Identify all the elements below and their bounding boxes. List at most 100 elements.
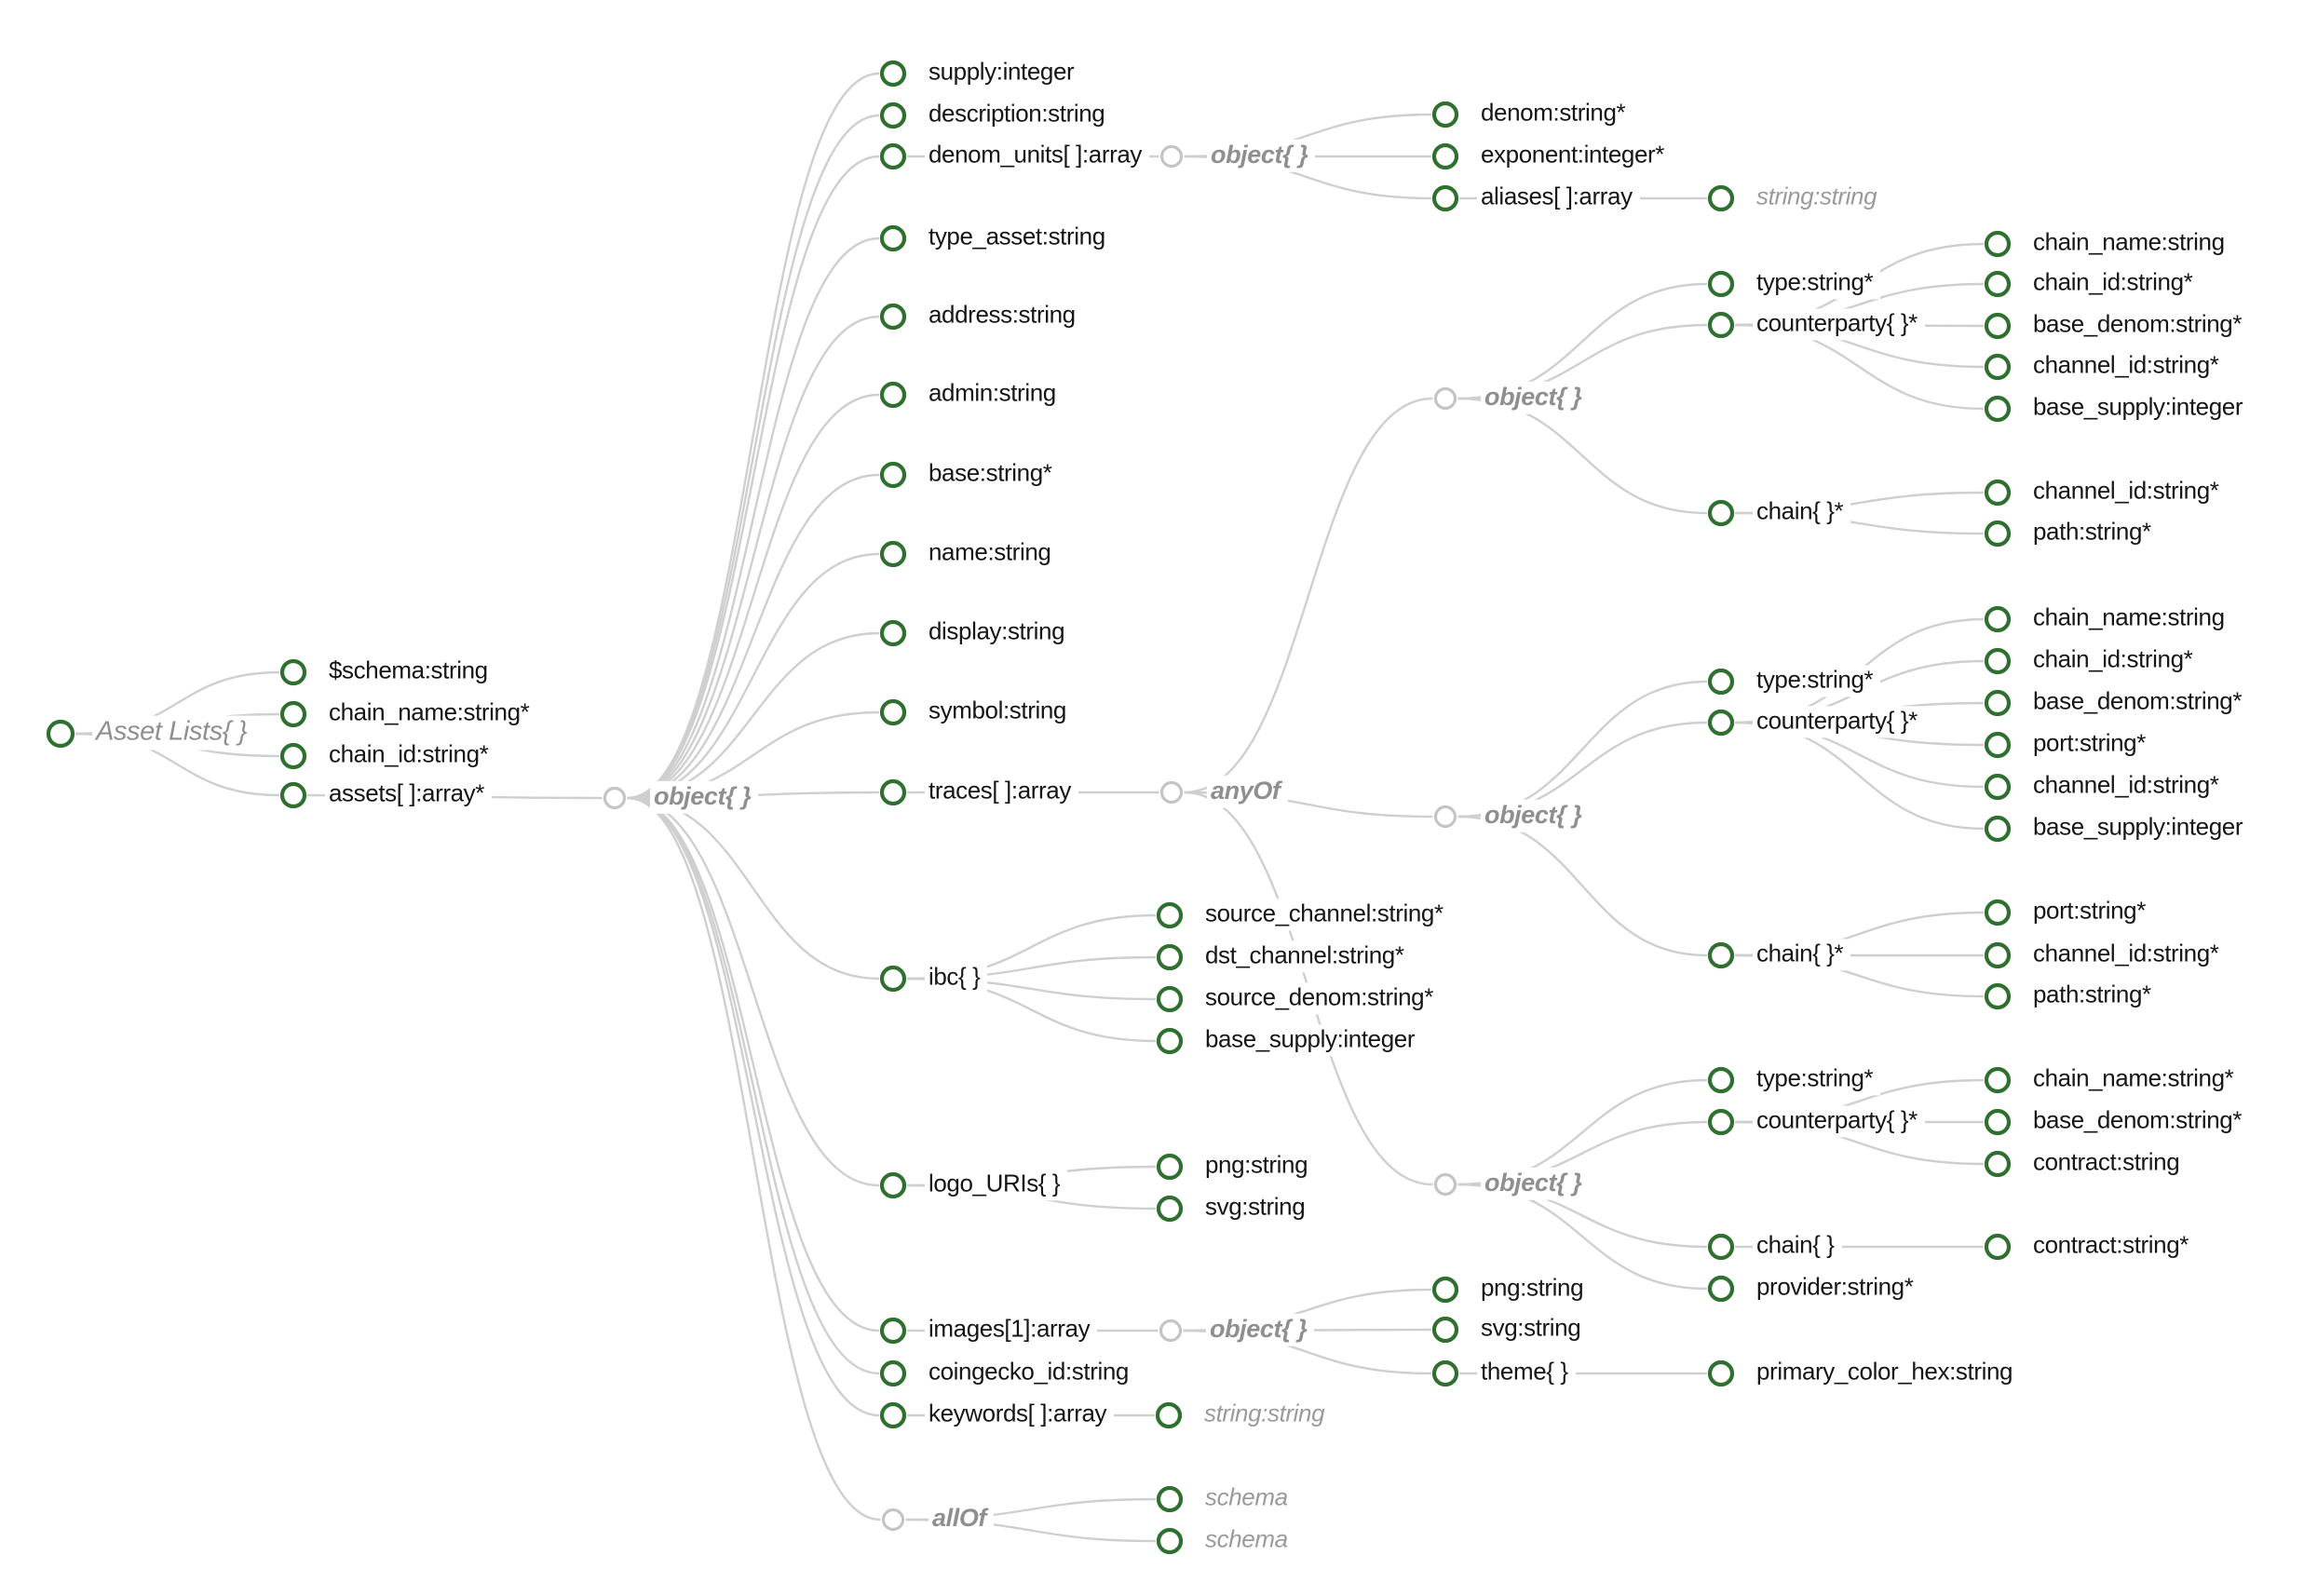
edge-asset_obj-denom_units: [627, 155, 880, 800]
edge-traces_anyof-trace_obj1: [1184, 397, 1433, 794]
node-circle-o1_chain[interactable]: [1707, 499, 1735, 527]
node-circle-schema_ref_b: [1156, 1527, 1184, 1555]
node-circle-img_theme[interactable]: [1431, 1359, 1459, 1387]
node-circle-assets[interactable]: [279, 781, 307, 809]
node-circle-denom_units[interactable]: [879, 142, 907, 170]
node-circle-trace_obj2[interactable]: [1433, 805, 1457, 829]
node-circle-o1_cp_chain_name: [1984, 230, 2012, 258]
node-label-o1_chain_path: path:string*: [2029, 517, 2159, 549]
edge-asset_obj-ibc: [627, 796, 880, 981]
edge-asset_obj-type_asset: [627, 237, 880, 800]
node-circle-o2_type: [1707, 668, 1735, 696]
node-circle-name: [879, 540, 907, 568]
node-circle-o1_chain_channel_id: [1984, 479, 2012, 507]
node-label-ibc_dst_channel: dst_channel:string*: [1201, 940, 1412, 973]
node-circle-trace_obj3[interactable]: [1433, 1172, 1457, 1197]
node-label-o1_cp_base_supply: base_supply:integer: [2029, 392, 2251, 425]
edge-asset_obj-keywords: [627, 796, 880, 1417]
edge-asset_obj-address: [627, 315, 880, 800]
node-label-o1_counterparty: counterparty{ }*: [1753, 308, 1925, 341]
node-label-ibc_source_channel: source_channel:string*: [1201, 899, 1451, 931]
node-circle-ibc[interactable]: [879, 965, 907, 993]
node-circle-o2_cp_chain_name: [1984, 605, 2012, 633]
node-circle-o3_provider: [1707, 1275, 1735, 1303]
node-circle-asset_obj[interactable]: [603, 786, 627, 810]
node-circle-ibc_dst_channel: [1156, 943, 1184, 971]
node-label-schema_prop: $schema:string: [325, 656, 495, 688]
node-label-schema_ref_a: schema: [1201, 1482, 1295, 1515]
node-circle-o3_cp_base_denom: [1984, 1108, 2012, 1136]
node-circle-o3_chain[interactable]: [1707, 1233, 1735, 1261]
node-label-ibc: ibc{ }: [925, 962, 988, 994]
node-circle-ibc_source_channel: [1156, 901, 1184, 929]
node-circle-aliases[interactable]: [1431, 184, 1459, 212]
node-circle-o1_counterparty[interactable]: [1707, 311, 1735, 339]
node-circle-type_asset: [879, 224, 907, 252]
node-circle-denom: [1431, 101, 1459, 128]
node-label-o2_counterparty: counterparty{ }*: [1753, 706, 1925, 738]
node-circle-display: [879, 619, 907, 647]
node-circle-root[interactable]: [46, 719, 75, 749]
node-label-traces: traces[ ]:array: [925, 776, 1078, 808]
node-label-traces_anyof: anyOf: [1207, 775, 1288, 808]
node-label-o2_cp_base_supply: base_supply:integer: [2029, 812, 2251, 845]
node-circle-o2_cp_chain_id: [1984, 647, 2012, 675]
node-circle-o2_counterparty[interactable]: [1707, 709, 1735, 737]
node-label-logo_svg: svg:string: [1201, 1192, 1313, 1224]
node-label-images: images[1]:array: [925, 1314, 1098, 1346]
node-label-o1_cp_channel_id: channel_id:string*: [2029, 350, 2227, 383]
node-circle-o2_cp_base_denom: [1984, 689, 2012, 717]
node-circle-o2_chain_port: [1984, 899, 2012, 926]
node-label-o2_type: type:string*: [1753, 665, 1881, 697]
node-label-coingecko: coingecko_id:string: [925, 1357, 1136, 1389]
node-circle-trace_obj1[interactable]: [1433, 386, 1457, 411]
node-circle-symbol: [879, 698, 907, 726]
node-circle-description: [879, 101, 907, 129]
node-circle-o3_type: [1707, 1066, 1735, 1094]
node-circle-o3_counterparty[interactable]: [1707, 1108, 1735, 1136]
node-label-o1_type: type:string*: [1753, 267, 1881, 300]
node-circle-keywords[interactable]: [879, 1401, 907, 1429]
node-circle-logo_png: [1156, 1153, 1184, 1181]
node-circle-denom_obj[interactable]: [1159, 144, 1184, 169]
node-label-description: description:string: [925, 99, 1113, 131]
node-label-o2_chain_path: path:string*: [2029, 980, 2159, 1012]
node-circle-chain_id_top: [279, 742, 307, 770]
node-label-keywords: keywords[ ]:array: [925, 1399, 1115, 1431]
node-circle-images_obj[interactable]: [1159, 1319, 1183, 1343]
node-label-o2_chain_port: port:string*: [2029, 896, 2153, 928]
edge-trace_obj1-o1_chain: [1457, 397, 1708, 515]
node-circle-theme_primary: [1707, 1359, 1735, 1387]
node-circle-allof[interactable]: [881, 1508, 905, 1532]
node-label-o3_cp_base_denom: base_denom:string*: [2029, 1105, 2250, 1138]
node-circle-images[interactable]: [879, 1317, 907, 1345]
node-label-root: Asset Lists{ }: [92, 715, 255, 751]
node-circle-logo_uris[interactable]: [879, 1171, 907, 1199]
node-label-o1_cp_chain_id: chain_id:string*: [2029, 267, 2201, 300]
node-label-o3_chain_contract: contract:string*: [2029, 1230, 2197, 1263]
node-circle-logo_svg: [1156, 1195, 1184, 1223]
node-label-o3_type: type:string*: [1753, 1063, 1881, 1096]
node-label-o2_cp_chain_name: chain_name:string: [2029, 602, 2232, 635]
node-label-o1_cp_chain_name: chain_name:string: [2029, 227, 2232, 260]
node-circle-o2_cp_base_supply: [1984, 815, 2012, 843]
node-label-asset_obj: object{ }: [650, 780, 759, 814]
node-circle-address: [879, 303, 907, 331]
node-label-theme_primary: primary_color_hex:string: [1753, 1357, 2021, 1389]
node-label-trace_obj1: object{ }: [1481, 381, 1590, 414]
node-circle-img_svg: [1431, 1316, 1459, 1344]
node-label-o3_cp_chain_name: chain_name:string*: [2029, 1063, 2242, 1096]
node-label-denom_units: denom_units[ ]:array: [925, 140, 1150, 172]
node-circle-o2_chain[interactable]: [1707, 941, 1735, 969]
edge-asset_obj-description: [627, 114, 880, 800]
node-label-img_theme: theme{ }: [1477, 1357, 1576, 1389]
edge-asset_obj-allof: [627, 796, 881, 1522]
node-circle-o3_cp_contract: [1984, 1150, 2012, 1178]
edge-trace_obj2-o2_type: [1457, 680, 1708, 818]
node-circle-traces_anyof[interactable]: [1159, 780, 1184, 805]
edge-asset_obj-logo_uris: [627, 796, 880, 1187]
edge-asset_obj-name: [627, 552, 880, 800]
node-label-name: name:string: [925, 537, 1059, 570]
node-circle-traces[interactable]: [879, 778, 907, 806]
